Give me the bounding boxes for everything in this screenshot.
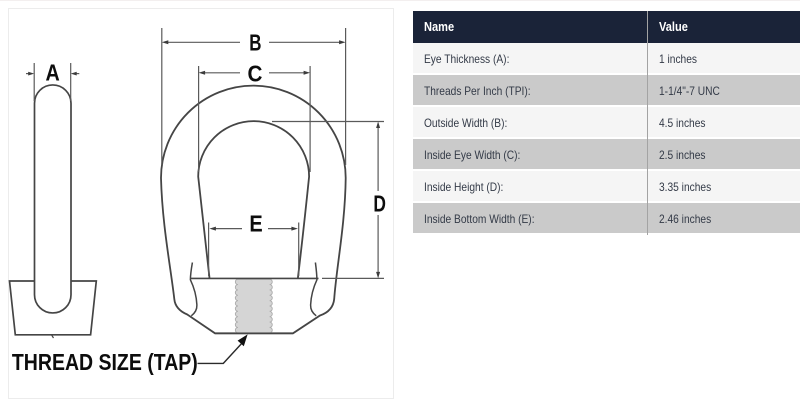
svg-text:THREAD SIZE (TAP): THREAD SIZE (TAP) xyxy=(12,348,198,375)
svg-text:E: E xyxy=(249,210,262,237)
svg-text:B: B xyxy=(249,30,261,56)
svg-text:A: A xyxy=(45,59,60,86)
svg-text:D: D xyxy=(373,191,386,217)
svg-text:C: C xyxy=(248,60,263,87)
